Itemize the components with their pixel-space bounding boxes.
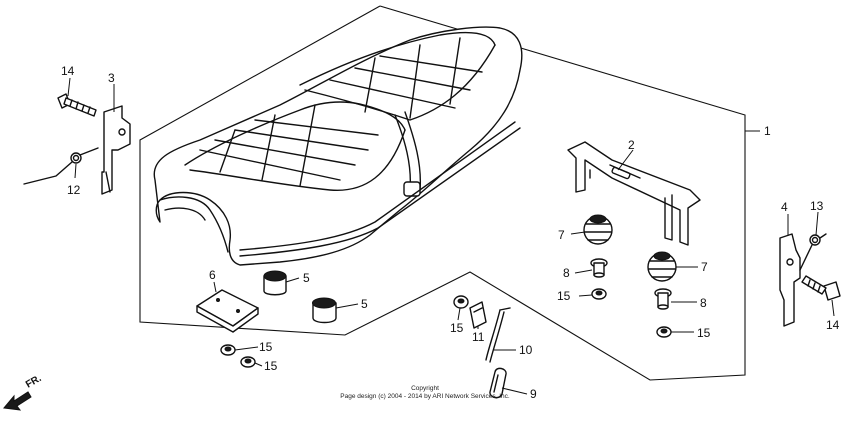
callout-14-left: 14 [61, 64, 75, 78]
copyright-line-1: Copyright [411, 385, 439, 392]
assembly-outline [139, 5, 746, 381]
copyright-notice: Copyright Page design (c) 2004 - 2014 by… [340, 385, 510, 400]
callout-14-right: 14 [826, 318, 840, 332]
collar-lower [654, 288, 672, 310]
bolt-14-right [801, 275, 841, 301]
damper-5-a [263, 270, 287, 296]
spring-13 [799, 233, 827, 271]
plate-6 [196, 289, 259, 333]
wire-10 [485, 307, 511, 363]
clip-11 [469, 301, 487, 329]
callout-13: 13 [810, 199, 824, 213]
callout-5-b: 5 [361, 297, 368, 311]
nut-15-b [656, 326, 672, 338]
callout-15-b: 15 [697, 326, 711, 340]
callout-2: 2 [628, 138, 635, 152]
nut-15-e [240, 356, 256, 368]
callout-8-lower: 8 [700, 296, 707, 310]
front-arrow-icon [3, 391, 32, 411]
callout-15-c: 15 [450, 321, 464, 335]
callouts: 1 2 3 14 12 4 13 14 7 7 8 8 15 15 5 5 6 … [61, 64, 840, 401]
seat-hinge-3 [101, 105, 131, 195]
callout-15-e: 15 [264, 359, 278, 373]
callout-7-lower: 7 [701, 260, 708, 274]
callout-15-a: 15 [557, 289, 571, 303]
seat-bracket [567, 141, 701, 246]
callout-1: 1 [764, 124, 771, 138]
nut-15-c [453, 295, 469, 309]
callout-12: 12 [67, 183, 81, 197]
damper-5-b [312, 297, 337, 324]
callout-15-d: 15 [259, 340, 273, 354]
cable-9 [489, 367, 507, 399]
callout-5-a: 5 [303, 271, 310, 285]
callout-8-upper: 8 [563, 266, 570, 280]
rubber-cushion-upper [583, 214, 613, 245]
nut-15-a [591, 288, 607, 300]
callout-10: 10 [519, 343, 533, 357]
callout-7-upper: 7 [558, 228, 565, 242]
callout-9: 9 [530, 387, 537, 401]
callout-4: 4 [781, 200, 788, 214]
front-direction-label: FR. [24, 373, 44, 391]
copyright-line-2: Page design (c) 2004 - 2014 by ARI Netwo… [340, 393, 510, 400]
front-direction-indicator: FR. [3, 373, 44, 411]
rubber-cushion-lower [647, 251, 677, 282]
callout-6: 6 [209, 268, 216, 282]
collar-upper [590, 258, 608, 278]
seat-assembly [153, 26, 523, 266]
seat-hinge-4 [779, 233, 801, 327]
bolt-14-left [57, 93, 97, 117]
callout-3: 3 [108, 71, 115, 85]
leader-lines [67, 77, 835, 395]
spring-12 [23, 147, 99, 185]
callout-11: 11 [472, 330, 485, 344]
nut-15-d [220, 344, 236, 356]
